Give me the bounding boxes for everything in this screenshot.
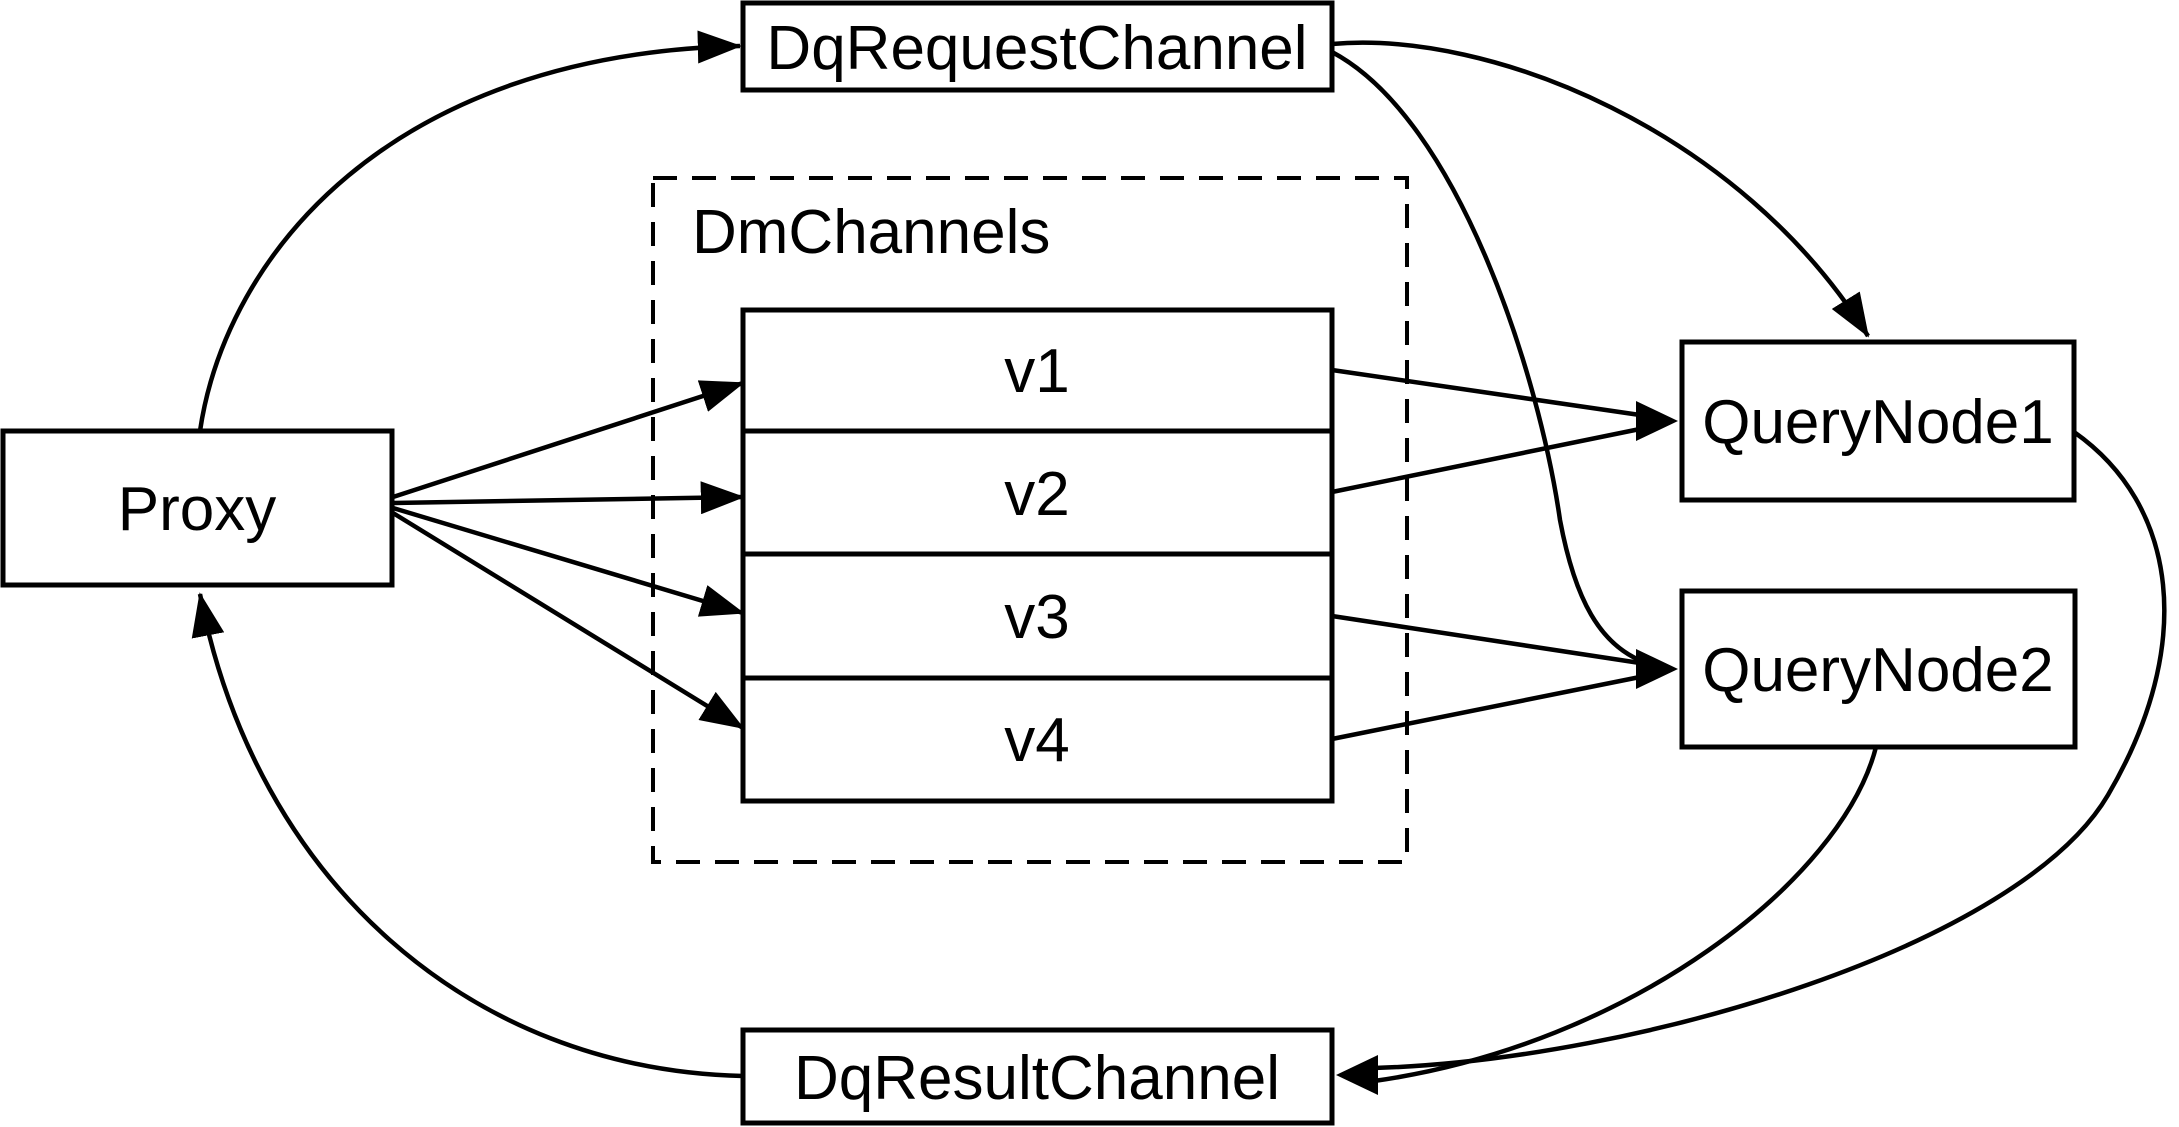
edge-v3-to-querynode2 (1331, 613, 1641, 666)
dq-request-channel-node: DqRequestChannel (740, 0, 1335, 93)
edge-dqrequestchannel-to-querynode1 (1331, 40, 1870, 338)
channel-v4-label: v4 (1004, 706, 1069, 775)
edge-querynode2-to-dqresultchannel (1373, 746, 1879, 1084)
arrowhead-into-dqresultchannel-right (1336, 1055, 1378, 1095)
edge-dqrequestchannel-to-querynode2 (1330, 50, 1645, 665)
query-node-1-node: QueryNode1 (1679, 339, 2077, 503)
channel-v2-label: v2 (1004, 460, 1069, 529)
dm-channels-group-label: DmChannels (692, 198, 1050, 267)
query-node-1-box (1679, 339, 2077, 503)
edge-v4-to-querynode2 (1331, 674, 1641, 742)
edge-querynode1-to-dqresultchannel (1373, 430, 2167, 1071)
edge-proxy-to-v2 (392, 481, 745, 515)
dq-request-channel-box (740, 0, 1335, 93)
dq-result-channel-label: DqResultChannel (794, 1044, 1280, 1113)
channel-v3-label: v3 (1004, 583, 1069, 652)
edge-proxy-to-v1 (392, 380, 745, 500)
proxy-label: Proxy (118, 475, 276, 544)
dm-channels-group-box (651, 176, 1409, 864)
edge-dqresultchannel-to-proxy (191, 592, 744, 1079)
query-node-2-box (1679, 588, 2078, 750)
proxy-box (0, 428, 395, 588)
dq-result-channel-node: DqResultChannel (740, 1027, 1335, 1126)
dq-result-channel-box (740, 1027, 1335, 1126)
dq-request-channel-label: DqRequestChannel (766, 14, 1307, 83)
edge-v2-to-querynode1 (1331, 426, 1641, 495)
query-node-2-node: QueryNode2 (1679, 588, 2078, 750)
query-node-1-label: QueryNode1 (1702, 388, 2054, 457)
edge-proxy-to-dqrequestchannel (197, 30, 742, 432)
edge-proxy-to-v3 (392, 505, 745, 617)
arrowhead-into-querynode1-left (1636, 401, 1678, 441)
edge-proxy-to-v4 (391, 511, 745, 730)
proxy-node: Proxy (0, 428, 395, 588)
channel-v1-label: v1 (1004, 337, 1069, 406)
arrowhead-into-querynode2-left (1636, 649, 1678, 689)
edge-v1-to-querynode1 (1331, 367, 1641, 418)
query-node-2-label: QueryNode2 (1702, 636, 2054, 705)
